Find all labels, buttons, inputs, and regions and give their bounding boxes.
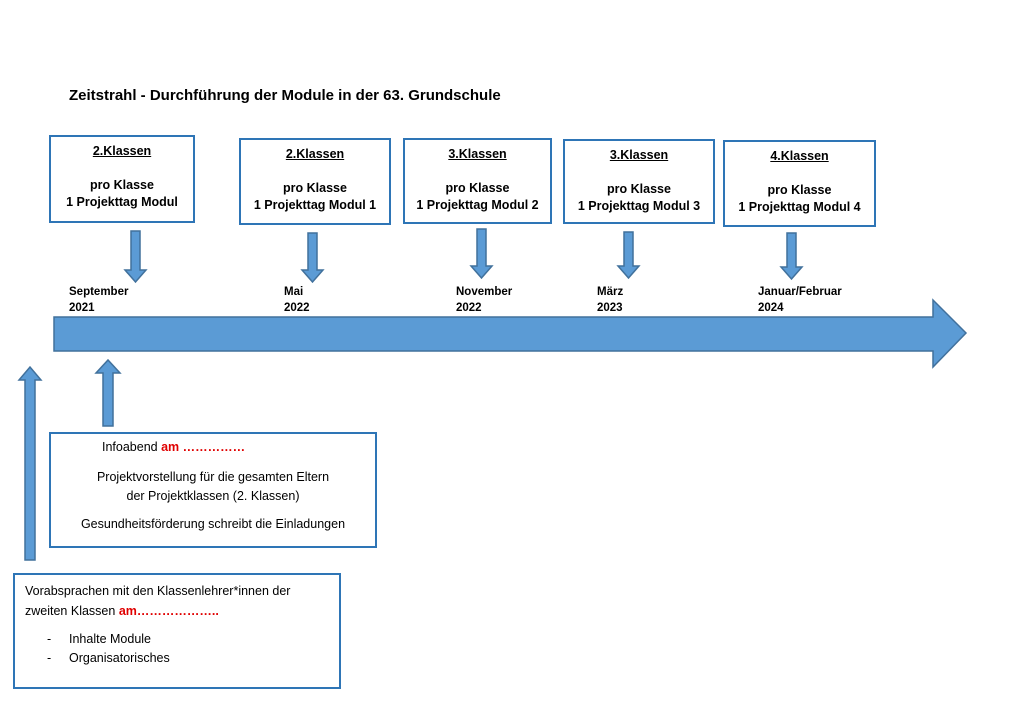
module-line: 1 Projekttag Modul 2	[416, 198, 539, 212]
module-heading: 3.Klassen	[609, 148, 669, 162]
module-heading: 3.Klassen	[448, 147, 507, 161]
date-label-1: September 2021	[69, 284, 128, 316]
module-heading: 2.Klassen	[92, 144, 152, 158]
down-arrow-5	[779, 232, 804, 281]
module-box-3: 3.Klassen pro Klasse 1 Projekttag Modul …	[403, 138, 552, 224]
info-line: der Projektklassen (2. Klassen)	[126, 489, 300, 503]
date-label-4: März 2023	[597, 284, 623, 316]
module-box-5: 4.Klassen pro Klasse 1 Projekttag Modul …	[723, 140, 876, 227]
date-year: 2022	[456, 302, 482, 314]
module-line: pro Klasse	[90, 178, 154, 192]
down-arrow-3	[469, 228, 494, 280]
module-line: 1 Projekttag Modul 1	[253, 198, 377, 212]
module-line: pro Klasse	[767, 183, 832, 197]
pre-arrangement-text: Vorabsprachen mit den Klassenlehrer*inne…	[25, 581, 335, 621]
pre-arrangement-label: Vorabsprachen mit den Klassenlehrer*inne…	[25, 584, 291, 618]
date-month: Mai	[284, 286, 304, 298]
page-title: Zeitstrahl - Durchführung der Module in …	[69, 87, 501, 104]
date-month: September	[69, 286, 129, 298]
date-month: Januar/Februar	[758, 286, 842, 298]
module-line: 1 Projekttag Modul 4	[738, 200, 861, 214]
date-year: 2024	[758, 302, 784, 314]
down-arrow-2	[300, 232, 325, 284]
date-year: 2021	[69, 302, 95, 314]
date-month: November	[456, 286, 513, 298]
info-evening-date-placeholder: am ……………	[161, 440, 246, 454]
down-arrow-4	[616, 231, 641, 280]
module-line: pro Klasse	[283, 181, 347, 195]
module-box-2: 2.Klassen pro Klasse 1 Projekttag Modul …	[239, 138, 391, 225]
down-arrow-1	[123, 230, 148, 284]
list-item: Organisatorisches	[47, 649, 170, 668]
up-arrow-info	[94, 358, 122, 427]
info-evening-label: Infoabend am ……………	[102, 440, 245, 454]
info-evening-text: Infoabend	[102, 440, 162, 454]
module-line: pro Klasse	[445, 181, 510, 195]
module-line: 1 Projekttag Modul 3	[577, 199, 701, 213]
info-evening-box: Infoabend am …………… Projektvorstellung fü…	[49, 432, 377, 548]
module-line: pro Klasse	[607, 182, 671, 196]
up-arrow-pre	[17, 365, 43, 561]
module-line: 1 Projekttag Modul	[66, 195, 178, 209]
date-month: März	[597, 286, 624, 298]
module-box-1: 2.Klassen pro Klasse 1 Projekttag Modul	[49, 135, 195, 223]
module-heading: 4.Klassen	[770, 149, 829, 163]
date-label-3: November 2022	[456, 284, 512, 316]
pre-arrangement-list: Inhalte Module Organisatorisches	[47, 630, 170, 668]
date-label-5: Januar/Februar 2024	[758, 284, 842, 316]
module-heading: 2.Klassen	[285, 147, 345, 161]
timeline-arrow	[53, 298, 968, 369]
date-year: 2022	[284, 302, 310, 314]
list-item: Inhalte Module	[47, 630, 170, 649]
info-line: Gesundheitsförderung schreibt die Einlad…	[80, 517, 346, 531]
date-label-2: Mai 2022	[284, 284, 310, 316]
module-box-4: 3.Klassen pro Klasse 1 Projekttag Modul …	[563, 139, 715, 224]
pre-arrangement-box: Vorabsprachen mit den Klassenlehrer*inne…	[13, 573, 341, 689]
pre-arrangement-date-placeholder: am………………..	[118, 604, 219, 618]
info-line: Projektvorstellung für die gesamten Elte…	[96, 470, 330, 484]
date-year: 2023	[597, 302, 623, 314]
